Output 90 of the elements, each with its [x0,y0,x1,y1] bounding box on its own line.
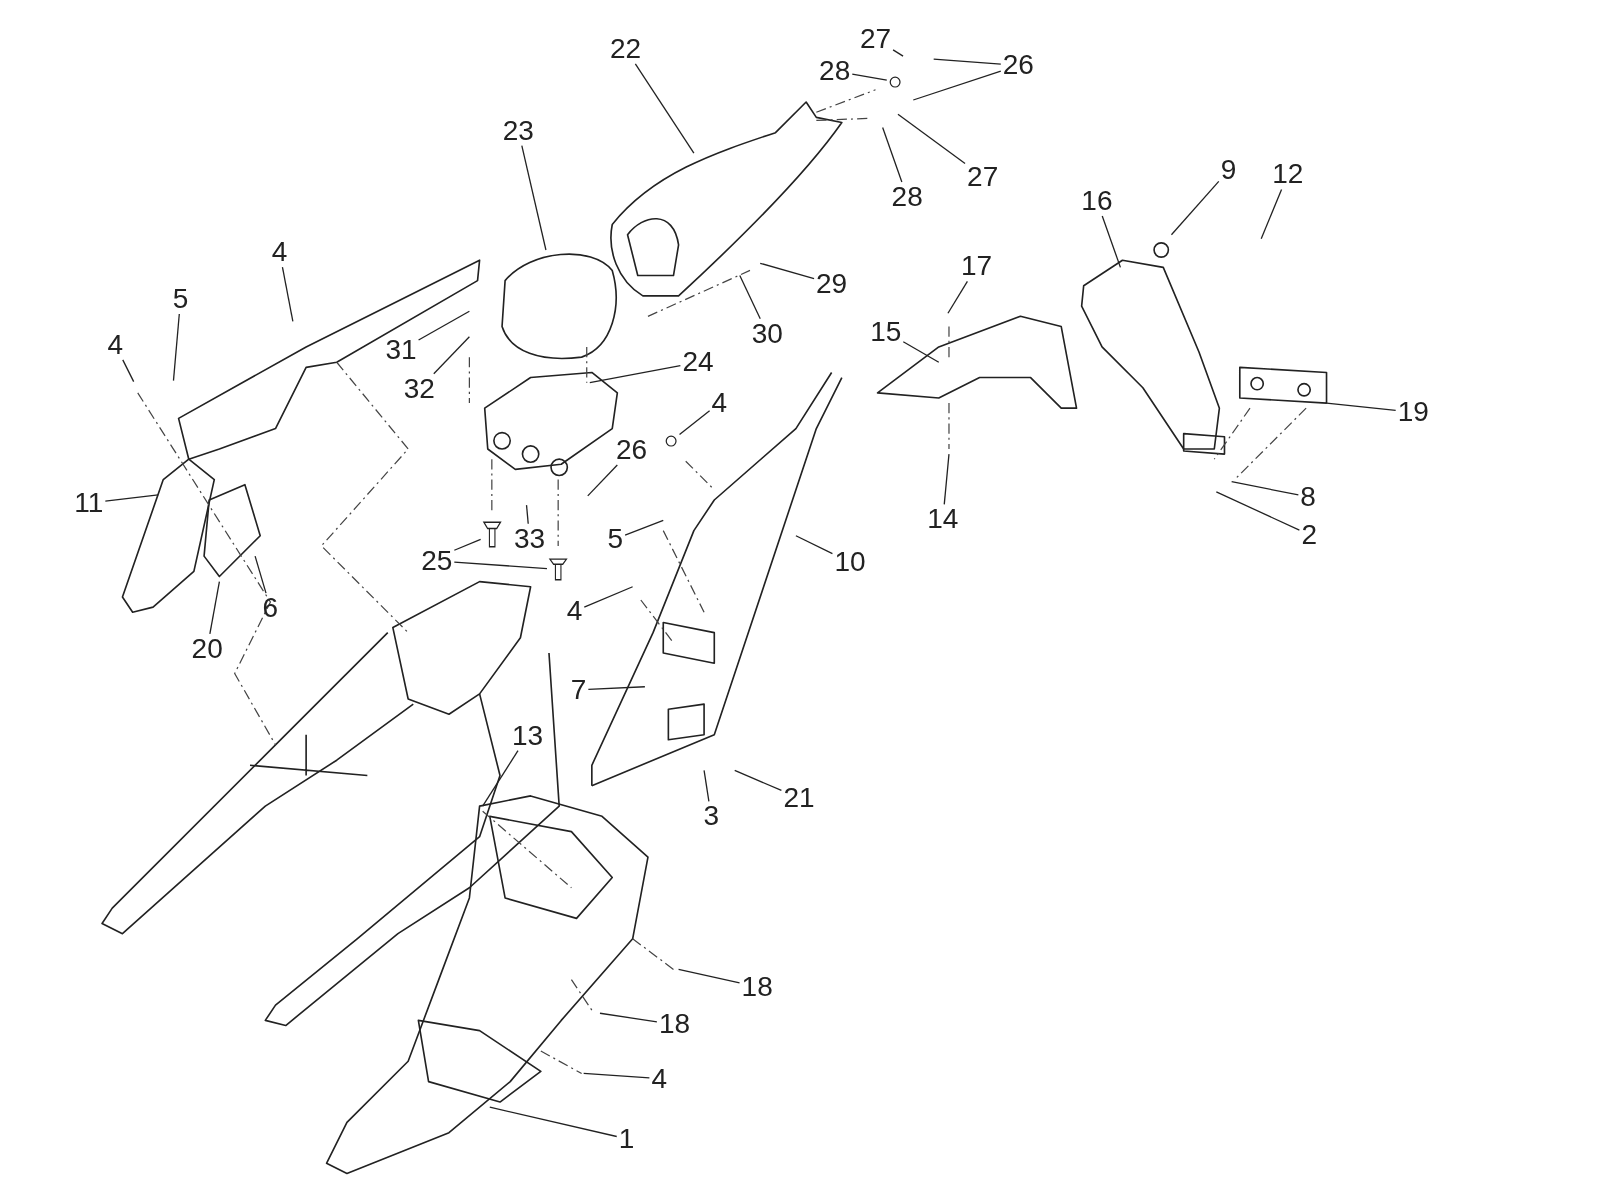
leader-line [734,769,783,792]
callout-number: 22 [609,34,642,63]
callout-number: 14 [927,505,959,534]
leader-line [882,126,903,183]
leader-line [634,63,695,154]
callout-number: 18 [741,972,773,1001]
callout-number: 29 [816,269,848,298]
callout-number: 1 [618,1124,635,1153]
callout-number: 16 [1081,187,1113,215]
leader-line [104,494,159,502]
leader-line [489,1106,618,1138]
leader-line [912,70,1002,101]
callout-number: 31 [385,336,417,364]
leader-line [122,359,135,383]
callout-number: 20 [191,634,223,663]
leader-line [583,586,634,608]
callout-number: 26 [1002,51,1034,80]
leader-line [417,310,471,341]
leader-line [902,341,940,363]
callout-number: 18 [658,1010,691,1039]
leader-line [1101,215,1122,268]
callout-number: 27 [859,24,892,53]
leader-line [739,274,761,320]
callout-number: 9 [1220,156,1237,185]
callout-number: 25 [421,547,453,576]
leader-line [933,58,1002,65]
leader-line [897,113,966,165]
leader-line [587,464,618,497]
leader-line [795,535,834,555]
callout-number: 32 [403,374,435,403]
callout-number: 27 [967,162,999,191]
callout-number: 26 [616,436,648,464]
callout-number: 6 [262,594,279,623]
leader-line [703,769,710,802]
leader-line [209,581,221,635]
leader-line [947,280,969,314]
leader-line [1260,188,1283,240]
leader-line [453,561,548,570]
bolt-drawing [482,521,501,548]
leader-line [433,336,471,375]
callout-number: 12 [1272,160,1304,189]
leader-line [599,1012,658,1023]
callout-number: 15 [870,317,902,346]
leader-line [583,1072,651,1079]
leader-line [1325,402,1397,411]
callout-number: 2 [1301,520,1317,549]
leader-line [1215,491,1301,531]
leader-line [525,504,529,525]
callout-number: 13 [511,721,544,750]
leader-line [943,453,950,506]
callout-number: 24 [682,348,714,377]
leader-line [587,686,646,690]
washer-drawing [665,434,678,447]
leader-line [521,144,547,251]
callout-number: 28 [819,57,851,86]
leader-line [759,262,815,280]
leader-line [453,538,482,551]
leader-line [254,555,267,594]
callout-number: 8 [1300,482,1316,511]
callout-number: 11 [74,489,104,518]
bolt-drawing [548,558,568,581]
callout-number: 3 [703,802,719,831]
callout-number: 17 [960,252,993,281]
leader-line [1170,180,1220,236]
callout-number: 33 [514,524,546,553]
callout-number: 10 [834,548,866,577]
callout-number: 30 [751,319,783,348]
callout-number: 4 [651,1064,667,1093]
leader-line [589,364,682,384]
callout-number: 5 [607,524,624,553]
leader-line [677,968,741,984]
leader-line [851,73,888,81]
callout-number: 4 [711,389,728,418]
leader-line [678,410,711,436]
leader-line [172,313,180,382]
callout-number: 4 [566,597,583,626]
callout-number: 19 [1397,398,1429,427]
leader-line [624,519,664,536]
callout-number: 7 [570,675,587,704]
leader-line [1231,481,1299,496]
leader-line [482,750,519,807]
callout-number: 5 [172,284,189,313]
washer-drawing [888,75,901,88]
callout-number: 23 [502,116,534,145]
callout-number: 4 [271,238,288,267]
leader-line [892,49,904,57]
callout-number: 4 [107,330,124,359]
callout-number: 28 [891,182,923,211]
leader-line [281,266,294,323]
callout-number: 21 [783,783,815,812]
